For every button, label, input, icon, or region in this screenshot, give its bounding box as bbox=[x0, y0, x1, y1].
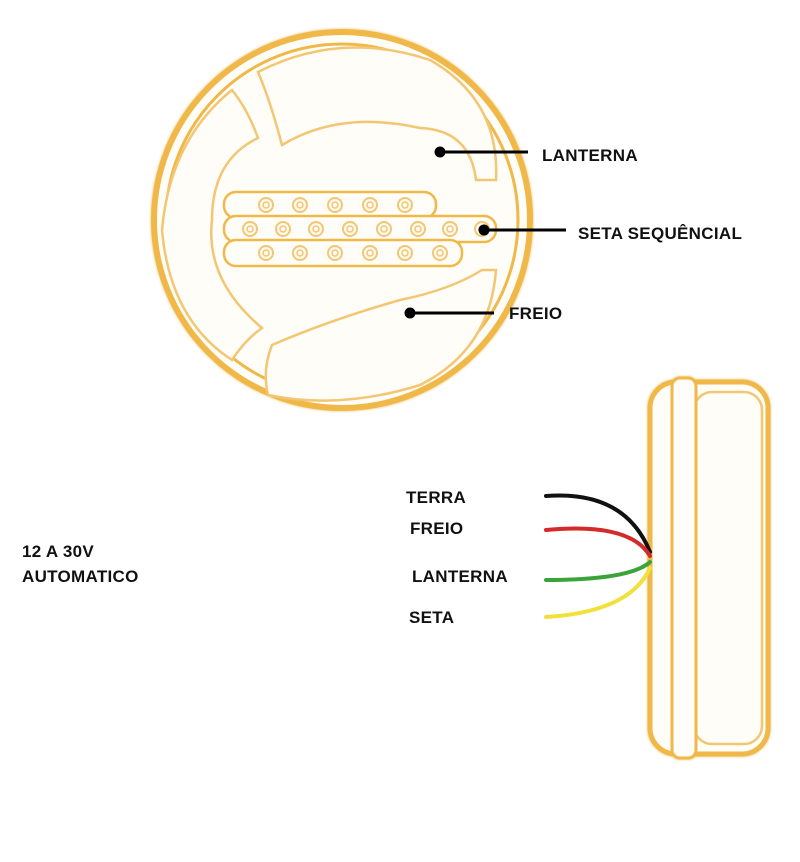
label-seta-sequencial: SETA SEQUÊNCIAL bbox=[578, 224, 743, 243]
led bbox=[258, 197, 274, 213]
led bbox=[242, 221, 258, 237]
lamp-top-segment bbox=[256, 46, 498, 182]
front-view-lamp bbox=[151, 29, 533, 411]
led bbox=[362, 197, 378, 213]
label-wire-seta: SETA bbox=[409, 608, 455, 627]
led-core bbox=[312, 225, 320, 233]
led-core bbox=[331, 249, 339, 257]
callout-freio bbox=[404, 307, 494, 319]
led bbox=[410, 221, 426, 237]
side-view-lamp bbox=[647, 376, 771, 760]
wire-freio bbox=[544, 526, 652, 558]
led bbox=[432, 245, 448, 261]
led bbox=[258, 245, 274, 261]
led-core bbox=[414, 225, 422, 233]
led bbox=[397, 197, 413, 213]
wire-lanterna bbox=[544, 560, 652, 582]
led bbox=[327, 197, 343, 213]
led-core bbox=[331, 201, 339, 209]
led bbox=[292, 197, 308, 213]
label-wire-freio: FREIO bbox=[410, 519, 464, 538]
led-core bbox=[446, 225, 454, 233]
led-core bbox=[436, 249, 444, 257]
led bbox=[292, 245, 308, 261]
led bbox=[342, 221, 358, 237]
led-core bbox=[401, 249, 409, 257]
label-wire-lanterna: LANTERNA bbox=[412, 567, 508, 586]
led-core bbox=[246, 225, 254, 233]
wire-seta bbox=[544, 566, 652, 619]
led bbox=[442, 221, 458, 237]
led-core bbox=[346, 225, 354, 233]
led-core bbox=[401, 201, 409, 209]
led bbox=[327, 245, 343, 261]
led-core bbox=[262, 249, 270, 257]
callout-seta-sequencial bbox=[478, 224, 566, 236]
voltage-line-2: AUTOMATICO bbox=[22, 567, 139, 586]
callout-lanterna bbox=[434, 146, 528, 158]
lamp-bottom-segment bbox=[264, 268, 498, 402]
voltage-line-1: 12 A 30V bbox=[22, 542, 95, 561]
led-core bbox=[262, 201, 270, 209]
led-core bbox=[296, 249, 304, 257]
wire-bundle bbox=[544, 493, 652, 619]
led bbox=[376, 221, 392, 237]
lamp-lens-side bbox=[692, 390, 764, 746]
led-strip bbox=[222, 190, 498, 268]
led-core bbox=[366, 201, 374, 209]
led-core bbox=[366, 249, 374, 257]
lamp-left-segment bbox=[160, 88, 265, 362]
led-core bbox=[380, 225, 388, 233]
led-core bbox=[279, 225, 287, 233]
label-wire-terra: TERRA bbox=[406, 488, 467, 507]
wire-terra bbox=[544, 493, 652, 554]
led bbox=[275, 221, 291, 237]
label-freio-front: FREIO bbox=[509, 304, 563, 323]
led bbox=[362, 245, 378, 261]
led bbox=[397, 245, 413, 261]
lamp-flange-side bbox=[670, 376, 698, 760]
led bbox=[308, 221, 324, 237]
label-lanterna-front: LANTERNA bbox=[542, 146, 638, 165]
led-core bbox=[296, 201, 304, 209]
